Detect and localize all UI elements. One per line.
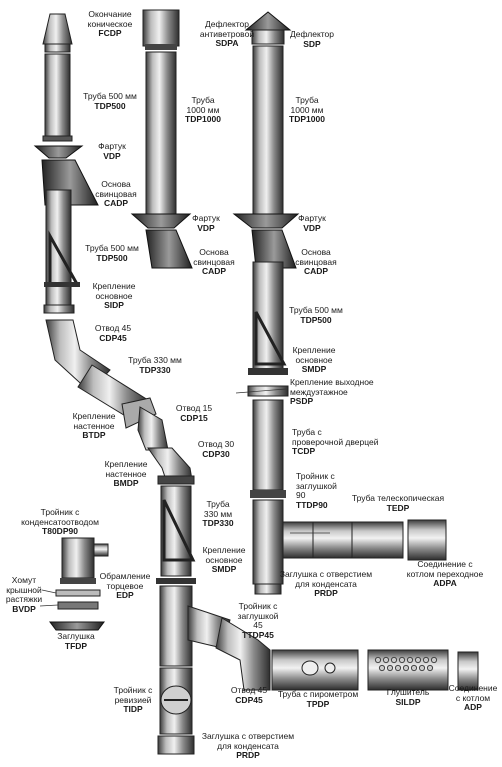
loose-parts [49,537,109,631]
pipe-tpdp [271,649,359,691]
column-1-assembly [33,13,271,755]
tpdp-pyrometer-port [301,660,319,676]
vdp-flashing-1 [33,145,84,159]
pipe-tcdp [252,399,284,491]
tee-ttdp90-body [252,499,284,585]
pipe-tedp [312,521,404,559]
column-3-assembly [232,11,447,595]
adpa-connector [407,519,447,561]
elbow-cdp30 [147,447,193,481]
fcdp-cone [42,13,73,45]
column-2-assembly [130,9,193,269]
tee-ttdp45-body [159,585,193,667]
smdp-bracket-b [162,499,196,562]
leader-lines [39,388,330,607]
prdp-cap-b [157,735,195,755]
bvdp-clamp [57,601,99,610]
horizontal-run-bottom [271,649,479,691]
pipe-tdp1000-a [145,51,177,215]
elbow-cdp45-b [215,617,271,691]
pipe-tdp1000-b [252,45,284,215]
fcdp-collar [44,43,71,53]
adp-connector [457,651,479,691]
tee-ttdp90-branch [282,521,314,559]
pipe-tdp500-top [44,53,71,139]
cadp-base-3 [251,229,297,269]
vdp-flashing-3 [232,213,300,229]
tee-t80dp90 [61,537,95,579]
psdp-fixing [247,385,289,397]
vdp-flashing-2 [130,213,192,229]
cadp-base-2 [145,229,193,269]
smdp-bracket-a [254,311,287,366]
tfdp-cap [49,621,105,631]
deflector-sdpa [142,9,180,47]
